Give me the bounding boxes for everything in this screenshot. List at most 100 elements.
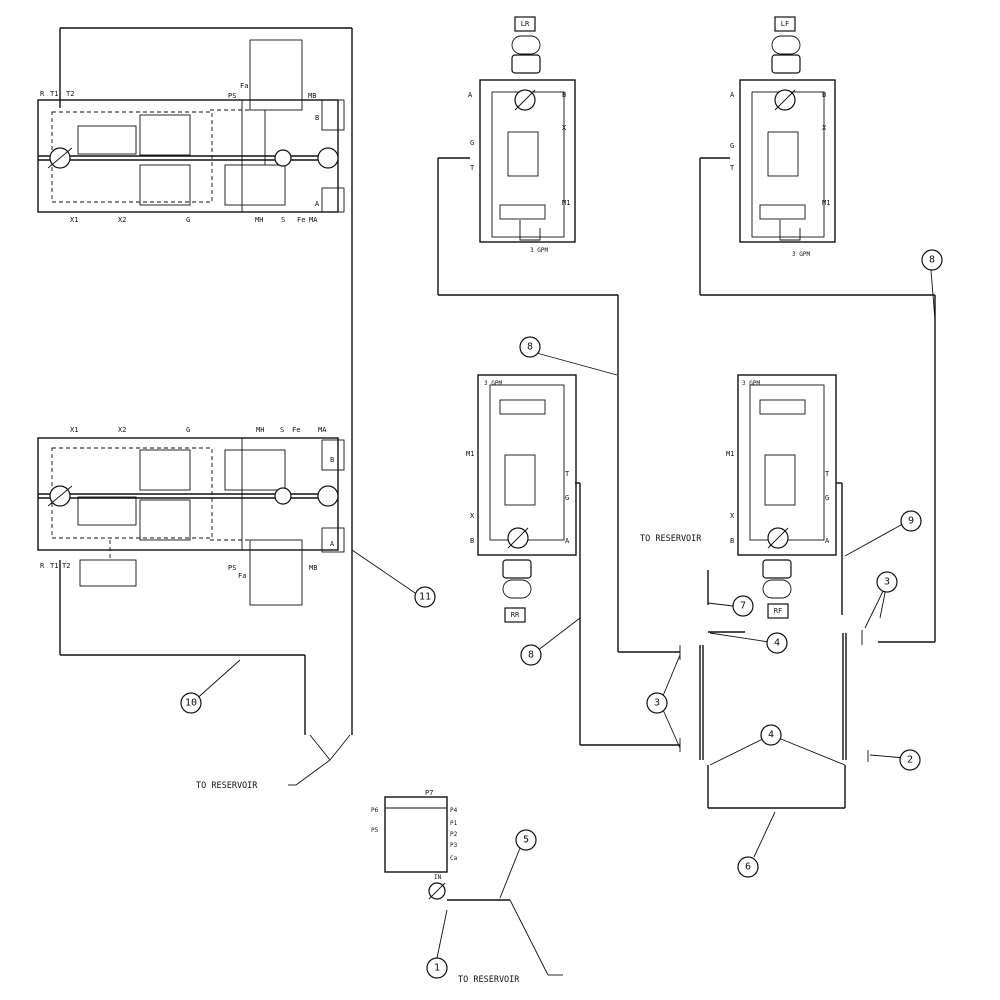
port-x: X — [822, 124, 827, 132]
port-g: G — [186, 216, 190, 224]
port-p3: P3 — [450, 842, 458, 849]
port-t: T — [825, 470, 830, 478]
port-ma: MA — [309, 216, 318, 224]
port-g: G — [470, 139, 474, 147]
callout-8: 8 — [519, 336, 541, 358]
port-m1: M1 — [822, 199, 830, 207]
callout-number: 3 — [654, 698, 660, 709]
callout-8: 8 — [921, 249, 943, 271]
wheel-motor-rf: RF 3 GPM M1 T G X B A — [726, 374, 837, 619]
callout-8: 8 — [520, 644, 542, 666]
port-fe: Fe — [297, 216, 305, 224]
port-x2: X2 — [118, 216, 126, 224]
port-mh: MH — [255, 216, 263, 224]
port-fa: Fa — [240, 82, 248, 90]
charge-manifold-p7: P7 P6 P5 P4 P1 P2 P3 Ca IN TO RESERVOIR — [371, 789, 563, 985]
callout-4: 4 — [760, 724, 782, 746]
callout-number: 10 — [185, 698, 197, 709]
port-t: T — [470, 164, 475, 172]
port-t2: T2 — [62, 562, 70, 570]
port-in: IN — [434, 874, 442, 881]
port-fa: Fa — [238, 572, 246, 580]
callout-3: 3 — [876, 571, 898, 593]
port-x: X — [562, 124, 567, 132]
port-s: S — [281, 216, 285, 224]
callout-number: 4 — [774, 638, 780, 649]
callout-number: 8 — [527, 342, 533, 353]
port-m1: M1 — [466, 450, 474, 458]
callout-leaders — [192, 257, 936, 959]
callout-number: 3 — [884, 577, 890, 588]
port-t: T — [565, 470, 570, 478]
callout-3: 3 — [646, 692, 668, 714]
port-t2: T2 — [66, 90, 74, 98]
port-r: R — [40, 90, 45, 98]
callout-2: 2 — [899, 749, 921, 771]
gpm-label: 3 GPM — [792, 251, 810, 258]
port-r: R — [40, 562, 45, 570]
port-ps: PS — [228, 564, 236, 572]
reservoir-label: TO RESERVOIR — [196, 781, 258, 791]
port-g: G — [565, 494, 569, 502]
wheel-motor-lr: LR A B X G T M1 3 GPM — [468, 16, 576, 254]
distribution-manifolds — [679, 630, 869, 809]
port-a: A — [825, 537, 830, 545]
wheel-motor-rr: RR 3 GPM M1 T G X B A — [466, 374, 577, 623]
callout-11: 11 — [414, 586, 436, 608]
callout-4: 4 — [766, 632, 788, 654]
port-s: S — [280, 426, 284, 434]
port-a: A — [565, 537, 570, 545]
callout-9: 9 — [900, 510, 922, 532]
port-a: A — [468, 91, 473, 99]
callout-number: 6 — [745, 862, 751, 873]
callout-bubbles: 1 2 3 3 4 4 5 6 7 8 8 8 9 10 11 — [180, 249, 943, 979]
gpm-label: 3 GPM — [530, 247, 548, 254]
callout-number: 8 — [929, 255, 935, 266]
port-p1: P1 — [450, 820, 458, 827]
wheel-motor-lf: LF A B X G T M1 3 GPM — [730, 16, 836, 258]
port-x1: X1 — [70, 216, 78, 224]
port-g: G — [825, 494, 829, 502]
port-t: T — [730, 164, 735, 172]
port-p6: P6 — [371, 807, 379, 814]
manifold-title: P7 — [425, 789, 433, 797]
port-m1: M1 — [562, 199, 570, 207]
port-t1: T1 — [50, 90, 58, 98]
motor-tag-rr: RR — [511, 611, 520, 619]
port-mb: MB — [309, 564, 317, 572]
port-ma: MA — [318, 426, 327, 434]
pump-assembly-bottom: X1 X2 G MH S Fe MA B A R T1 T2 PS Fa MB — [37, 426, 345, 720]
motor-tag-rf: RF — [774, 607, 782, 615]
port-b: B — [562, 91, 566, 99]
left-reservoir-return: TO RESERVOIR — [196, 720, 353, 791]
port-fe: Fe — [292, 426, 300, 434]
reservoir-label: TO RESERVOIR — [640, 534, 702, 544]
pump-assembly-top: R T1 T2 PS Fa MB B A X1 X2 G MH S Fe MA — [37, 27, 353, 720]
port-b: B — [822, 91, 826, 99]
port-p2: P2 — [450, 831, 458, 838]
port-ca: Ca — [450, 855, 458, 862]
port-m1: M1 — [726, 450, 734, 458]
port-b: B — [330, 456, 334, 464]
motor-tag-lf: LF — [781, 20, 789, 28]
callout-5: 5 — [515, 829, 537, 851]
gpm-label: 3 GPM — [742, 380, 760, 387]
callout-10: 10 — [180, 692, 202, 714]
port-b: B — [470, 537, 474, 545]
port-t1: T1 — [50, 562, 58, 570]
callout-number: 9 — [908, 516, 914, 527]
port-a: A — [315, 200, 320, 208]
port-x1: X1 — [70, 426, 78, 434]
callout-number: 4 — [768, 730, 774, 741]
callout-7: 7 — [732, 595, 754, 617]
port-a: A — [730, 91, 735, 99]
port-g: G — [730, 142, 734, 150]
callout-1: 1 — [426, 957, 448, 979]
port-b: B — [730, 537, 734, 545]
callout-number: 5 — [523, 835, 529, 846]
motor-tag-lr: LR — [521, 20, 530, 28]
callout-number: 8 — [528, 650, 534, 661]
port-x: X — [730, 512, 735, 520]
gpm-label: 3 GPM — [484, 380, 502, 387]
